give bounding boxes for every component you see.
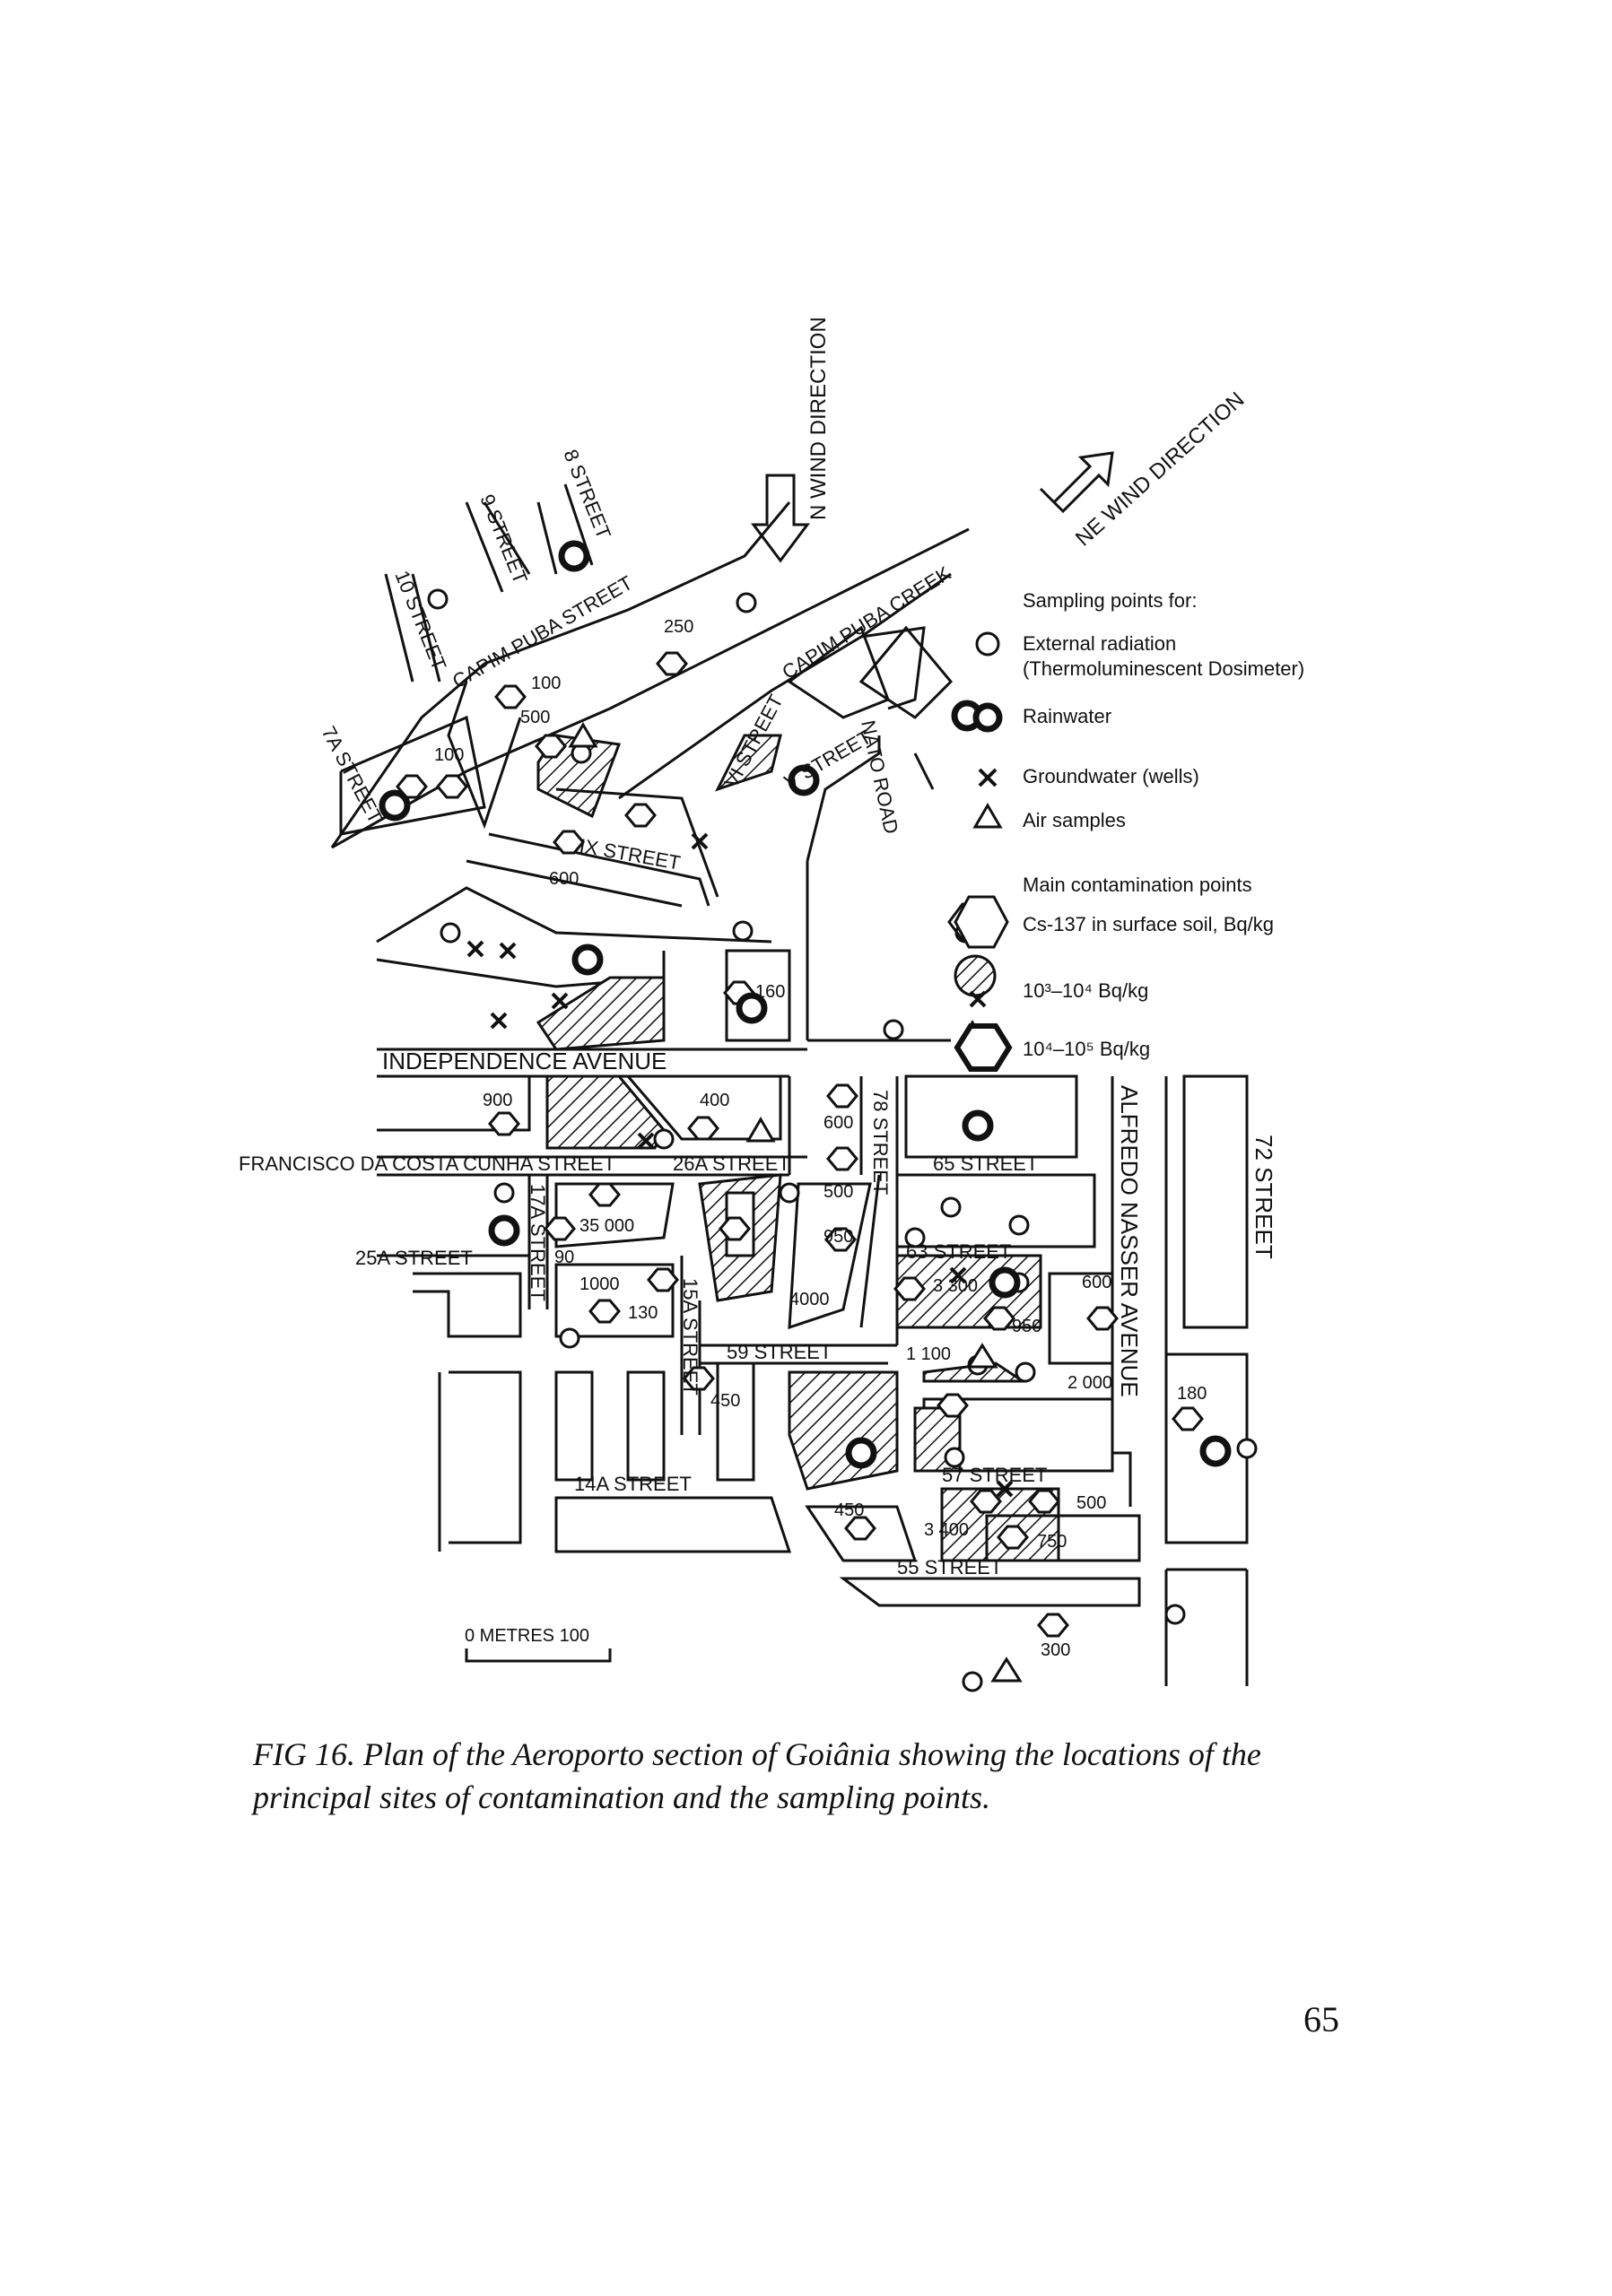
- legend-external-radiation-1: External radiation: [1023, 632, 1176, 655]
- label-55-street: 55 STREET: [897, 1556, 1002, 1578]
- label-72-street: 72 STREET: [1250, 1135, 1277, 1259]
- legend-cs137: Cs-137 in surface soil, Bq/kg: [1023, 913, 1274, 935]
- figure-caption: FIG 16. Plan of the Aeroporto section of…: [253, 1736, 1261, 1815]
- label-independence-avenue: INDEPENDENCE AVENUE: [382, 1048, 667, 1074]
- value-600-c: 600: [1082, 1273, 1111, 1292]
- concentration-values: 250 100 500 100 600 160 900 400 600 500 …: [434, 617, 1207, 1660]
- label-57-street: 57 STREET: [942, 1464, 1047, 1486]
- groundwater-crosses: [466, 832, 1014, 1498]
- value-35000: 35 000: [579, 1216, 634, 1236]
- label-25a-street: 25A STREET: [355, 1247, 473, 1269]
- label-9-street: 9 STREET: [475, 491, 532, 587]
- label-francisco-street: FRANCISCO DA COSTA CUNHA STREET: [239, 1152, 615, 1175]
- value-500-a: 500: [520, 708, 550, 727]
- label-7a-street: 7A STREET: [318, 723, 388, 827]
- legend-external-radiation-2: (Thermoluminescent Dosimeter): [1023, 657, 1304, 680]
- label-10-street: 10 STREET: [390, 568, 450, 674]
- legend-range1: 10³–10⁴ Bq/kg: [1023, 979, 1148, 1002]
- label-ix-street: IX STREET: [578, 834, 682, 874]
- legend: Sampling points for: External radiation …: [1023, 589, 1304, 1060]
- value-900: 900: [483, 1091, 512, 1110]
- value-450-a: 450: [710, 1391, 740, 1411]
- value-750: 750: [1037, 1532, 1067, 1552]
- rainwater-circles: [379, 540, 1232, 1469]
- value-400: 400: [700, 1091, 729, 1110]
- label-65-street: 65 STREET: [933, 1152, 1038, 1175]
- legend-air: Air samples: [1023, 809, 1126, 831]
- label-alfredo-nasser-avenue: ALFREDO NASSER AVENUE: [1116, 1085, 1143, 1397]
- legend-main-title: Main contamination points: [1023, 874, 1252, 896]
- value-300: 300: [1041, 1640, 1070, 1660]
- legend-groundwater: Groundwater (wells): [1023, 765, 1199, 787]
- value-3400: 3 400: [924, 1520, 969, 1540]
- label-63-street: 63 STREET: [906, 1240, 1011, 1263]
- n-wind-direction-label: N WIND DIRECTION: [806, 317, 831, 520]
- value-950-b: 950: [1012, 1317, 1041, 1336]
- label-15a-street: 15A STREET: [679, 1278, 701, 1396]
- hatched-symbols: [954, 954, 997, 997]
- value-1000: 1000: [579, 1274, 620, 1294]
- value-500-c: 500: [1076, 1493, 1106, 1513]
- ne-wind-arrow: [1039, 451, 1114, 514]
- value-100-b: 100: [434, 745, 464, 765]
- cs137-hexagons: [396, 651, 1204, 1638]
- value-130: 130: [628, 1303, 658, 1323]
- label-nato-road: NATO ROAD: [857, 718, 902, 836]
- scale-label: 0 METRES 100: [465, 1626, 589, 1646]
- n-wind-arrow: [751, 474, 810, 563]
- page-number: 65: [1303, 1999, 1339, 2039]
- value-450-b: 450: [834, 1500, 864, 1520]
- wind-labels: N WIND DIRECTION NE WIND DIRECTION: [806, 317, 1249, 551]
- value-1100: 1 100: [906, 1344, 951, 1364]
- label-78-street: 78 STREET: [869, 1090, 892, 1195]
- value-3300: 3 300: [933, 1276, 978, 1296]
- label-17a-street: 17A STREET: [527, 1184, 549, 1301]
- value-600-a: 600: [549, 869, 579, 889]
- external-radiation-circles: [427, 588, 1258, 1692]
- value-950: 950: [823, 1227, 853, 1247]
- label-59-street: 59 STREET: [727, 1341, 832, 1363]
- wind-arrows: [751, 451, 1114, 563]
- ne-wind-direction-label: NE WIND DIRECTION: [1071, 387, 1249, 551]
- value-160: 160: [755, 982, 785, 1002]
- legend-symbols: [954, 631, 1013, 1072]
- legend-range2: 10⁴–10⁵ Bq/kg: [1023, 1038, 1150, 1060]
- value-90: 90: [554, 1248, 574, 1267]
- label-14a-street: 14A STREET: [574, 1473, 692, 1495]
- street-network: [330, 483, 1249, 1686]
- label-26a-street: 26A STREET: [673, 1152, 790, 1175]
- value-180: 180: [1177, 1384, 1207, 1404]
- value-250: 250: [664, 617, 693, 637]
- legend-sampling-title: Sampling points for:: [1023, 589, 1197, 612]
- scale-bar: [465, 1648, 612, 1663]
- value-600-b: 600: [823, 1113, 853, 1133]
- legend-rainwater: Rainwater: [1023, 705, 1111, 727]
- value-500-b: 500: [823, 1182, 853, 1202]
- value-100-a: 100: [531, 674, 561, 693]
- value-2000: 2 000: [1067, 1373, 1112, 1393]
- value-4000: 4000: [789, 1290, 830, 1309]
